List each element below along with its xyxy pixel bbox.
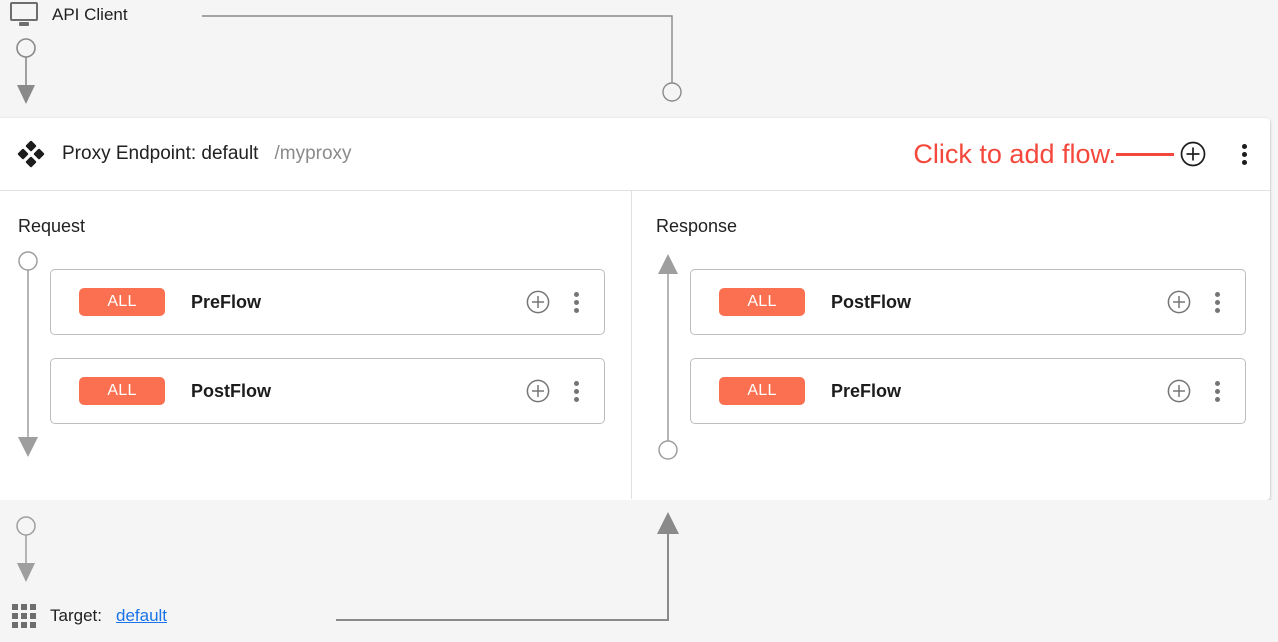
flow-card-actions <box>526 290 588 314</box>
flow-card[interactable]: ALL PreFlow <box>50 269 605 335</box>
proxy-endpoint-header: Proxy Endpoint: default /myproxy Click t… <box>0 118 1270 191</box>
flow-card[interactable]: ALL PreFlow <box>690 358 1246 424</box>
flow-condition-badge: ALL <box>719 288 805 316</box>
request-column-title: Request <box>18 216 86 236</box>
add-policy-button[interactable] <box>1167 290 1191 314</box>
flow-menu-icon[interactable] <box>1207 379 1229 403</box>
response-column-title: Response <box>656 216 738 236</box>
flow-name: PostFlow <box>191 380 271 401</box>
request-flow-list: ALL PreFlow ALL <box>50 269 605 447</box>
add-flow-button[interactable] <box>1180 141 1206 167</box>
flow-card[interactable]: ALL PostFlow <box>50 358 605 424</box>
flow-card-actions <box>1167 379 1229 403</box>
flow-card-actions <box>526 379 588 403</box>
proxy-to-target-arrow <box>16 516 36 582</box>
target-endpoint-link[interactable]: default <box>115 606 168 625</box>
add-policy-button[interactable] <box>1167 379 1191 403</box>
drag-move-icon[interactable] <box>17 140 45 168</box>
flow-condition-badge: ALL <box>79 377 165 405</box>
flow-card-actions <box>1167 290 1229 314</box>
client-to-proxy-connector <box>202 15 682 102</box>
response-column: Response ALL PostFlow <box>632 191 1269 499</box>
response-flow-arrow-up <box>658 254 678 460</box>
proxy-endpoint-panel: Proxy Endpoint: default /myproxy Click t… <box>0 118 1270 500</box>
flow-name: PostFlow <box>831 291 911 312</box>
proxy-basepath: /myproxy <box>274 143 352 164</box>
proxy-endpoint-menu-icon[interactable] <box>1234 142 1256 166</box>
add-policy-button[interactable] <box>526 379 550 403</box>
client-outbound-arrow <box>16 38 36 104</box>
proxy-endpoint-title: Proxy Endpoint: default <box>62 143 259 164</box>
flow-condition-badge: ALL <box>719 377 805 405</box>
target-node[interactable]: Target: default <box>12 604 167 628</box>
flow-name: PreFlow <box>831 380 902 401</box>
response-flow-list: ALL PostFlow ALL <box>690 269 1246 447</box>
flow-columns: Request ALL PreFlow <box>0 191 1270 499</box>
flow-condition-badge: ALL <box>79 288 165 316</box>
request-column: Request ALL PreFlow <box>0 191 632 499</box>
api-client-node[interactable]: API Client <box>10 2 128 28</box>
flow-menu-icon[interactable] <box>566 290 588 314</box>
flow-card[interactable]: ALL PostFlow <box>690 269 1246 335</box>
annotation-pointer-line <box>1116 152 1174 156</box>
flow-name: PreFlow <box>191 291 262 312</box>
add-flow-annotation: Click to add flow. <box>913 138 1116 169</box>
add-policy-button[interactable] <box>526 290 550 314</box>
flow-menu-icon[interactable] <box>1207 290 1229 314</box>
header-actions: Click to add flow. <box>913 139 1256 170</box>
target-label: Target: <box>50 606 102 625</box>
api-client-label: API Client <box>52 5 128 24</box>
target-to-proxy-connector <box>336 512 679 621</box>
request-flow-arrow-down <box>18 251 38 457</box>
grid-icon <box>12 604 36 628</box>
target-region: Target: default <box>0 500 1278 642</box>
monitor-icon <box>10 2 38 28</box>
flow-menu-icon[interactable] <box>566 379 588 403</box>
api-client-region: API Client <box>0 0 1278 118</box>
